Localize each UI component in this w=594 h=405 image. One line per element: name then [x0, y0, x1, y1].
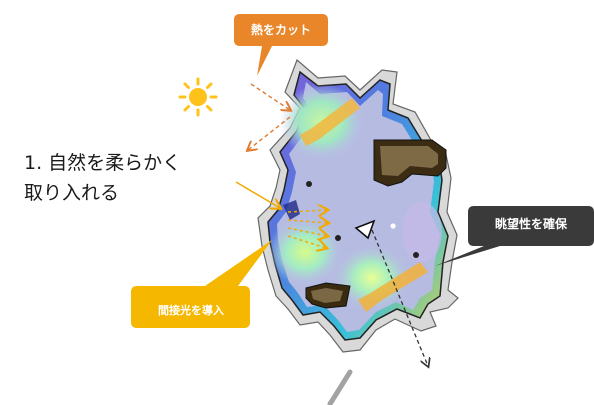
section-title-line-1: 1. 自然を柔らかく	[24, 152, 182, 174]
light-arrow-diffuse	[287, 227, 327, 236]
heat-arrow-in	[250, 83, 290, 110]
building-section	[257, 58, 459, 366]
column	[413, 252, 419, 258]
light-arrow-diffuse	[287, 210, 327, 212]
heat-arrow-out	[248, 116, 291, 150]
column	[335, 235, 341, 241]
column	[306, 181, 312, 187]
light-zone-right	[402, 202, 442, 262]
viewpoint-triangle-icon	[354, 219, 376, 240]
light-arrow-in	[235, 181, 280, 208]
light-zone-left	[267, 218, 343, 286]
core-upper-right-inner	[380, 146, 438, 176]
indirect-light-label: 間接光を導入	[158, 304, 224, 317]
sun-icon	[178, 77, 218, 117]
section-title-line-2: 取り入れる	[24, 182, 120, 204]
light-zone-lower	[332, 244, 412, 312]
core-left-notch	[283, 200, 300, 220]
indirect-light-callout	[131, 240, 272, 328]
heat-cut-callout	[234, 14, 328, 76]
heat-cut-label: 熱をカット	[250, 23, 311, 37]
section-cut-stub	[327, 369, 353, 405]
core-lower-inner	[311, 288, 343, 303]
heat-arrows	[248, 83, 291, 150]
view-callout	[435, 206, 594, 266]
viewpoint-dot	[390, 223, 396, 229]
light-arrow-diffuse	[287, 235, 326, 248]
sun-strip-lower	[358, 262, 428, 312]
light-arrows	[235, 181, 328, 248]
view-label: 眺望性を確保	[494, 217, 567, 231]
view-direction-arrow	[371, 229, 428, 366]
section-title: 1. 自然を柔らかく 取り入れる	[24, 148, 181, 208]
light-arrow-diffuse	[287, 220, 328, 223]
sun-strip-upper	[300, 98, 360, 146]
